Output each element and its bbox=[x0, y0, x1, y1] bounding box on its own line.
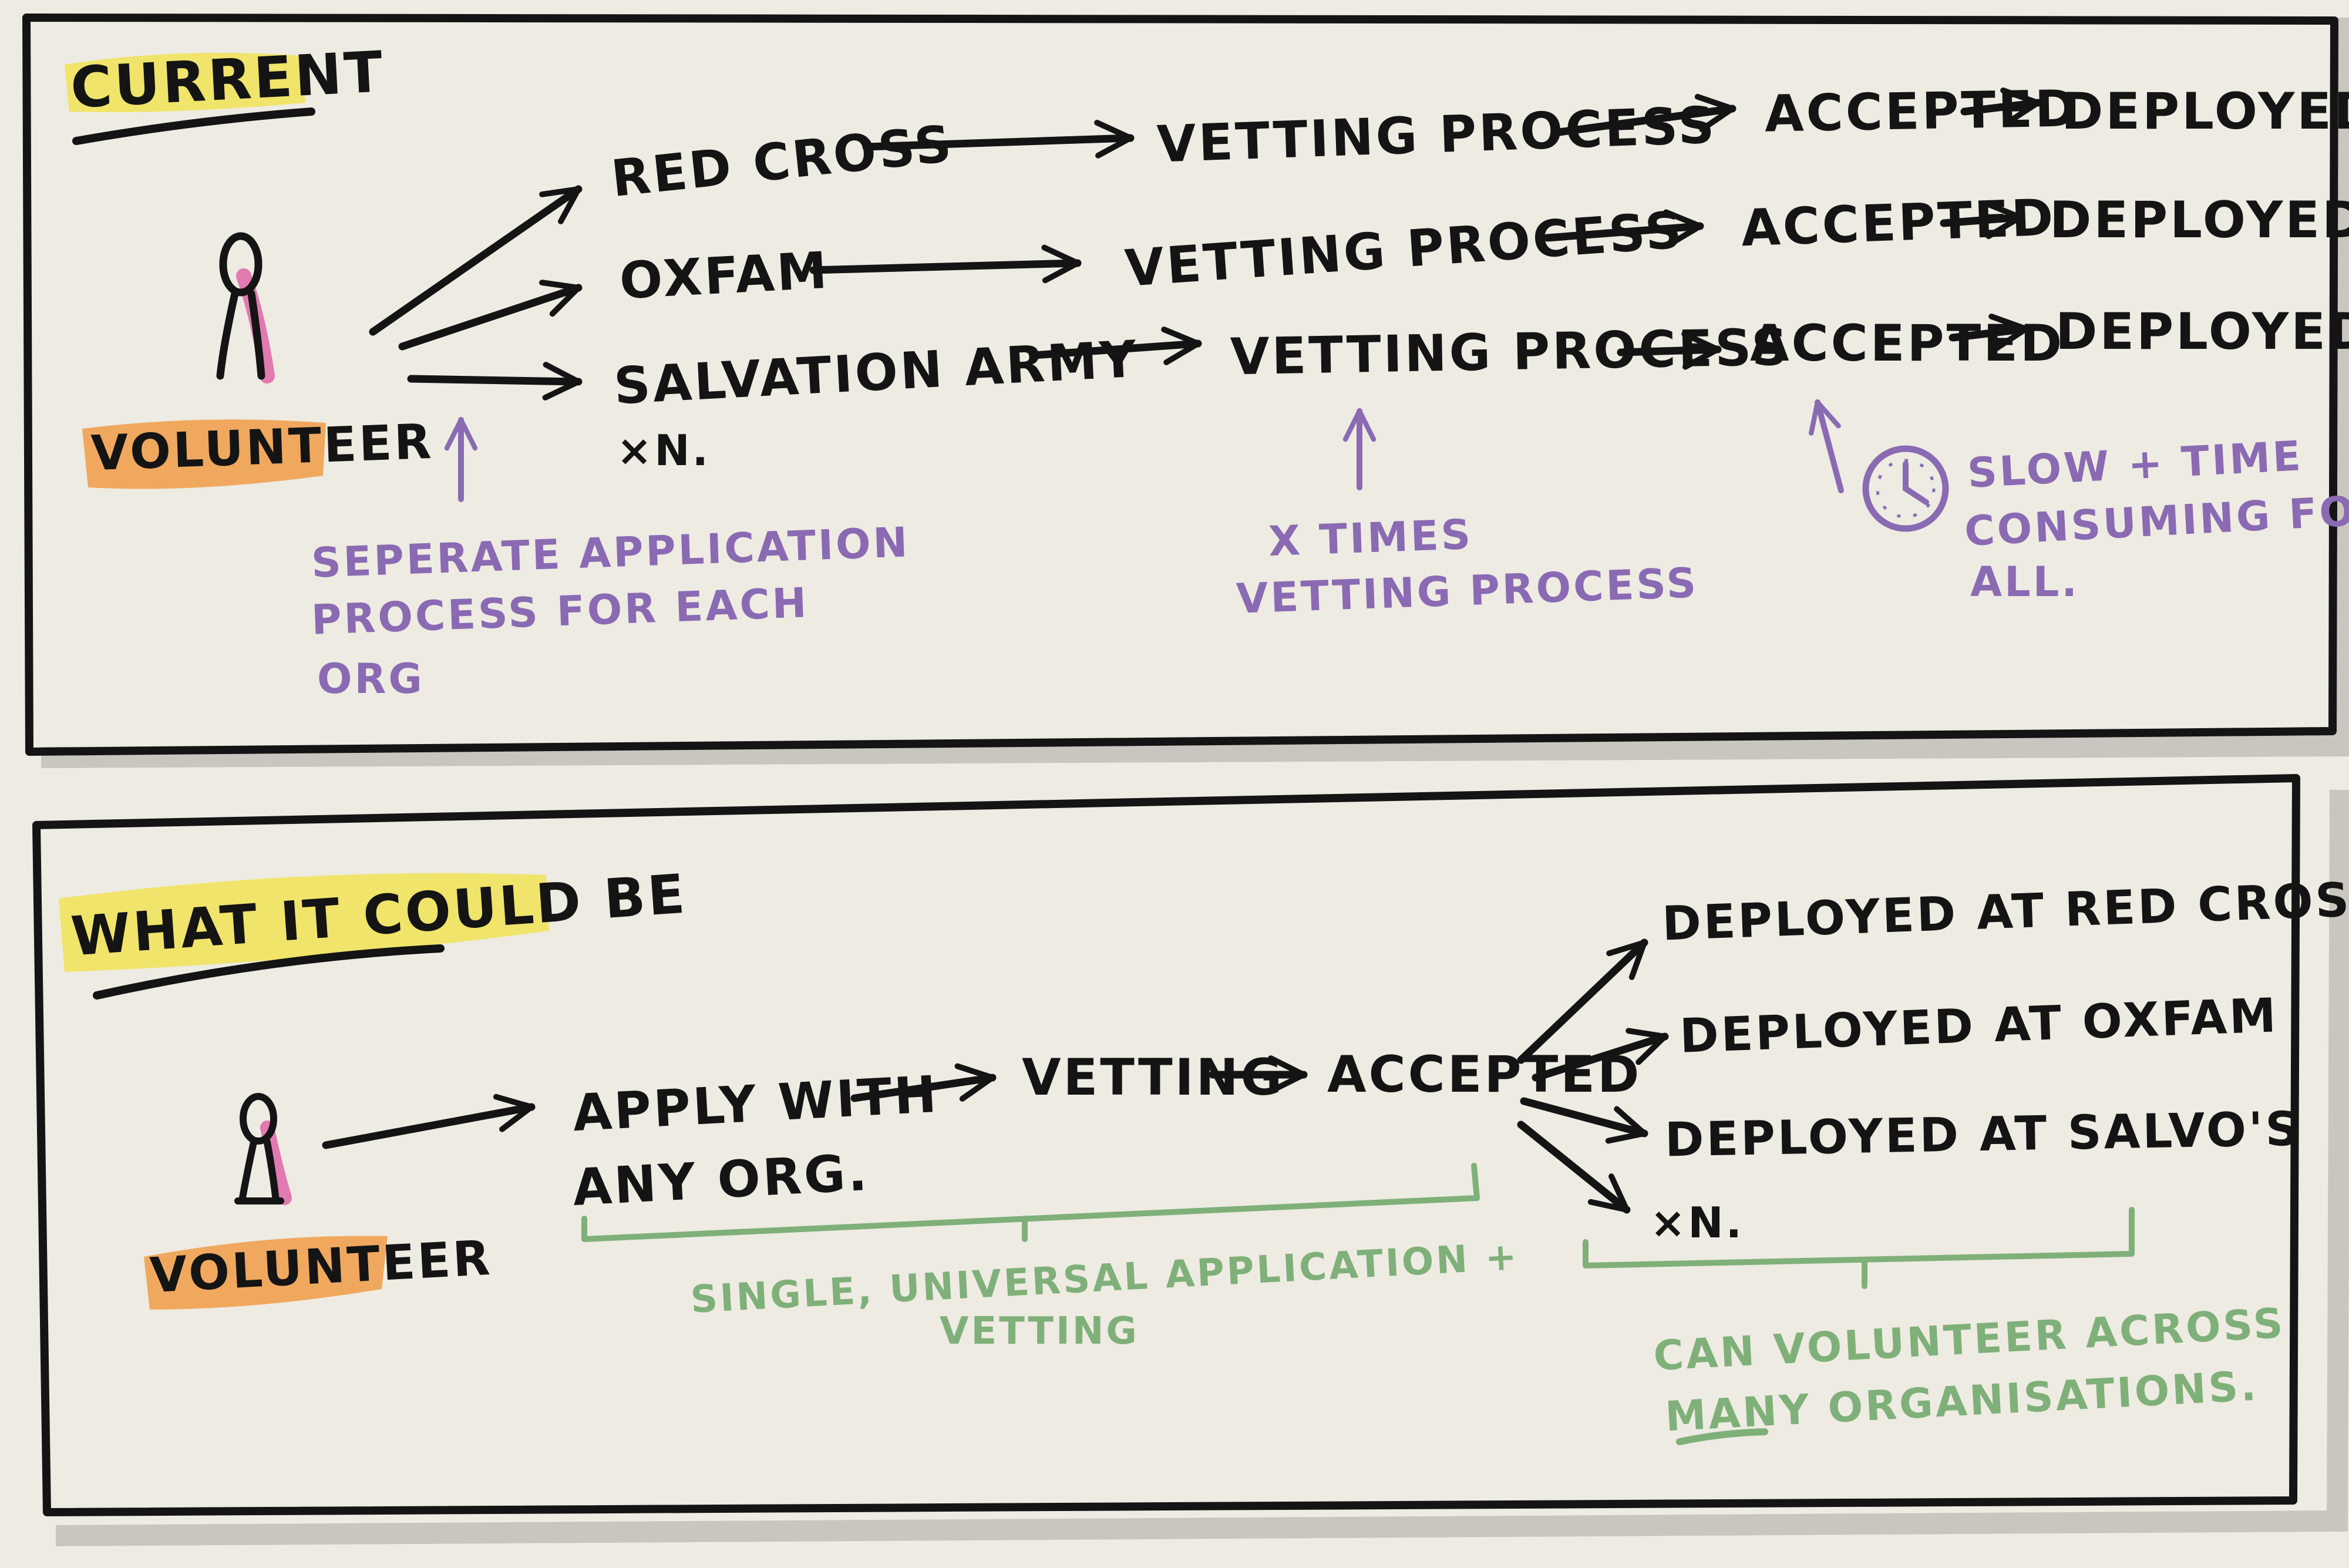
current-heading-underline bbox=[72, 107, 315, 145]
volunteer-label-highlight-current bbox=[82, 419, 326, 489]
note-slow-line3: ALL. bbox=[1970, 558, 2079, 606]
panel-future-frame bbox=[32, 774, 2349, 1546]
many-underline bbox=[1676, 1428, 1768, 1445]
arrow-row2-to-deployed bbox=[1940, 200, 2024, 240]
volunteer-figure-current bbox=[216, 232, 275, 383]
deployed-row3: DEPLOYED. bbox=[2055, 302, 2349, 361]
arrow-row1-to-deployed bbox=[1960, 87, 2042, 126]
arrow-row2-to-vetting bbox=[809, 244, 1082, 284]
volunteer-label-highlight-future bbox=[144, 1236, 388, 1310]
accepted-row1: ACCEPTED bbox=[1764, 79, 2080, 144]
current-heading-highlight bbox=[65, 53, 305, 112]
arrow-row3-to-vetting bbox=[1029, 327, 1202, 365]
deployed-row1: DEPLOYED bbox=[2061, 82, 2349, 141]
arrow-to-red-cross bbox=[369, 185, 583, 336]
arrow-row3-to-accepted bbox=[1617, 331, 1722, 370]
arrow-to-vetting bbox=[850, 1063, 997, 1102]
arrow-to-salvos-deploy bbox=[1520, 1097, 1648, 1144]
clock-icon bbox=[1862, 445, 1949, 532]
times-n-current: ×n. bbox=[617, 426, 711, 475]
arrow-to-red-cross-deploy bbox=[1517, 938, 1648, 1064]
arrow-row3-to-deployed bbox=[1948, 313, 2030, 352]
arrow-row2-to-accepted bbox=[1543, 209, 1704, 248]
vetting-process-row3: VETTING PROCESS bbox=[1230, 318, 1791, 387]
accepted-row2: ACCEPTED bbox=[1740, 188, 2057, 258]
note-single-line2: VETTING bbox=[940, 1310, 1139, 1353]
arrow-to-oxfam bbox=[398, 280, 583, 351]
arrow-to-times-n bbox=[1517, 1121, 1631, 1214]
future-heading-underline bbox=[93, 944, 445, 1000]
note-application-line3: ORG bbox=[317, 655, 425, 703]
accepted-row3: ACCEPTED bbox=[1750, 314, 2065, 373]
future-heading-highlight bbox=[59, 873, 549, 972]
arrow-to-apply bbox=[322, 1093, 536, 1149]
volunteer-label-current: VOLUNTEER bbox=[90, 413, 435, 482]
future-accepted: ACCEPTED bbox=[1327, 1045, 1642, 1104]
panel-current-frame bbox=[22, 14, 2349, 768]
future-vetting: VETTING bbox=[1022, 1048, 1285, 1107]
arrow-to-oxfam-deploy bbox=[1532, 1028, 1669, 1082]
deployed-row2: DEPLOYED bbox=[2050, 191, 2349, 250]
arrow-row1-to-accepted bbox=[1555, 93, 1736, 136]
arrow-row1-to-vetting bbox=[862, 119, 1135, 159]
volunteer-figure-future bbox=[234, 1093, 292, 1205]
org-oxfam: OXFAM bbox=[618, 241, 831, 311]
deployed-at-salvos: DEPLOYED AT SALVO'S bbox=[1664, 1101, 2302, 1167]
note-vetting-line1: X TIMES bbox=[1267, 510, 1474, 566]
arrow-to-salvation-army bbox=[407, 362, 583, 401]
brace-many-organisations bbox=[1583, 1207, 2135, 1289]
brace-single-application bbox=[581, 1163, 1480, 1242]
times-n-future: ×n. bbox=[1650, 1198, 1744, 1247]
note-arrow-accepted bbox=[1808, 399, 1844, 493]
